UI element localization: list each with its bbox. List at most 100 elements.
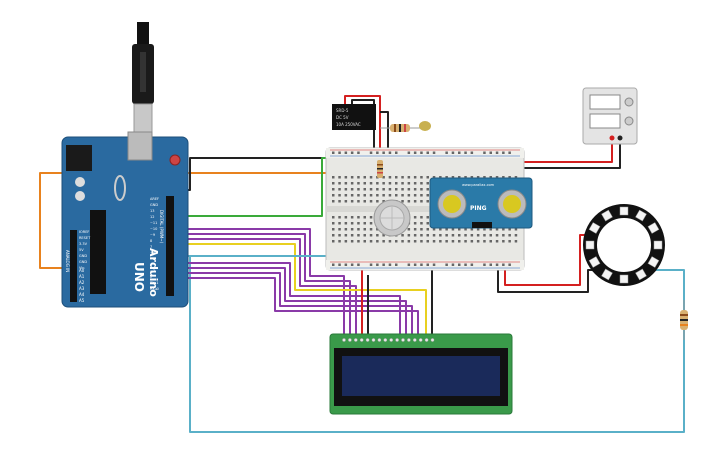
breadboard-hole xyxy=(407,200,411,203)
breadboard-hole xyxy=(363,228,366,231)
breadboard-hole xyxy=(332,216,335,219)
breadboard-hole xyxy=(420,182,423,185)
breadboard-rail-hole xyxy=(432,151,436,154)
breadboard-hole xyxy=(363,182,366,185)
breadboard-hole xyxy=(502,228,505,231)
lcd-pin xyxy=(371,338,376,342)
breadboard-hole xyxy=(369,216,373,219)
breadboard-hole xyxy=(426,200,429,203)
gas-sensor xyxy=(373,199,411,237)
neopixel-ring-body xyxy=(583,204,665,286)
breadboard-hole xyxy=(369,176,373,179)
breadboard-hole xyxy=(407,228,411,231)
breadboard-rail-hole xyxy=(470,263,474,266)
breadboard-hole xyxy=(483,234,486,237)
voltage-knob[interactable] xyxy=(624,97,634,107)
usb-plug-grip xyxy=(140,52,146,92)
breadboard-hole xyxy=(514,228,518,231)
usb-port xyxy=(127,131,153,161)
breadboard-hole xyxy=(464,240,467,243)
breadboard-rail-hole xyxy=(426,151,429,154)
digital-label: DIGITAL (PWM~) xyxy=(159,210,164,244)
lcd-pin xyxy=(430,338,435,342)
lcd-pin xyxy=(424,338,429,342)
analog-pin-label: A0 xyxy=(79,268,85,273)
breadboard-hole xyxy=(426,222,429,225)
breadboard-hole xyxy=(407,176,411,179)
breadboard-hole xyxy=(357,182,360,185)
breadboard-hole xyxy=(432,234,436,237)
breadboard-hole xyxy=(508,240,511,243)
breadboard-hole xyxy=(426,188,429,191)
digital-pin-label: 4 xyxy=(150,263,153,267)
breadboard-hole xyxy=(350,240,354,243)
breadboard-hole xyxy=(489,234,492,237)
breadboard-hole xyxy=(401,240,404,243)
breadboard-rail-hole xyxy=(445,151,448,154)
breadboard-hole xyxy=(363,188,366,191)
breadboard-hole xyxy=(451,240,455,243)
breadboard-hole xyxy=(344,200,348,203)
breadboard-hole xyxy=(332,188,335,191)
breadboard-hole xyxy=(514,234,518,237)
capacitor-2 xyxy=(75,191,85,201)
breadboard-hole xyxy=(445,228,448,231)
neopixel-led xyxy=(601,268,613,281)
breadboard-hole xyxy=(401,188,404,191)
power-supply xyxy=(582,87,638,145)
breadboard-hole xyxy=(476,240,480,243)
component-top-bulb xyxy=(419,121,431,131)
arduino-model-text: UNO xyxy=(132,262,146,292)
breadboard-rail-hole xyxy=(483,151,486,154)
breadboard-hole xyxy=(357,194,360,197)
ultrasonic-name: PING xyxy=(470,205,487,212)
breadboard-rail-hole xyxy=(350,151,354,154)
breadboard-hole xyxy=(458,240,461,243)
breadboard-hole xyxy=(357,176,360,179)
breadboard-hole xyxy=(483,240,486,243)
breadboard-hole xyxy=(382,234,385,237)
lcd-16x2 xyxy=(329,333,513,415)
breadboard-rail-hole xyxy=(388,151,392,154)
digital-pin-label: 8 xyxy=(150,239,152,243)
breadboard-hole xyxy=(376,234,379,237)
breadboard-hole xyxy=(363,194,366,197)
digital-pin-label: ~10 xyxy=(150,227,157,231)
breadboard-hole xyxy=(420,216,423,219)
digital-pin-label: ~6 xyxy=(150,251,155,255)
breadboard-hole xyxy=(439,176,442,179)
breadboard-hole xyxy=(407,188,411,191)
breadboard-hole xyxy=(426,182,429,185)
breadboard-hole xyxy=(369,182,373,185)
breadboard-hole xyxy=(451,234,455,237)
power-jack xyxy=(66,145,92,171)
breadboard-hole xyxy=(332,200,335,203)
relay-line-2: DC 5V xyxy=(336,115,349,120)
breadboard-hole xyxy=(382,176,385,179)
reset-button[interactable] xyxy=(169,154,181,166)
breadboard-hole xyxy=(464,234,467,237)
breadboard-hole xyxy=(350,228,354,231)
analog-pin-label: A4 xyxy=(79,292,85,297)
breadboard-hole xyxy=(451,176,455,179)
breadboard-rail-hole xyxy=(395,151,398,154)
capacitor-1 xyxy=(75,177,85,187)
breadboard-hole xyxy=(470,176,474,179)
breadboard-rail-hole xyxy=(407,263,411,266)
neopixel-led xyxy=(588,256,601,268)
relay-module: SRD-5 DC 5V 10A 250VAC xyxy=(332,104,376,130)
breadboard-rail-hole xyxy=(413,263,417,266)
neopixel-led xyxy=(635,209,647,222)
power-pin-label: Vin xyxy=(79,266,85,270)
current-knob[interactable] xyxy=(624,116,634,126)
lcd-pin xyxy=(407,338,411,342)
breadboard-hole xyxy=(388,176,392,179)
breadboard-rail-hole xyxy=(382,263,385,266)
neopixel-led xyxy=(653,240,663,250)
breadboard-hole xyxy=(432,228,436,231)
breadboard-hole xyxy=(376,200,379,203)
breadboard-hole xyxy=(376,176,379,179)
breadboard-hole xyxy=(470,228,474,231)
breadboard-hole xyxy=(350,216,354,219)
